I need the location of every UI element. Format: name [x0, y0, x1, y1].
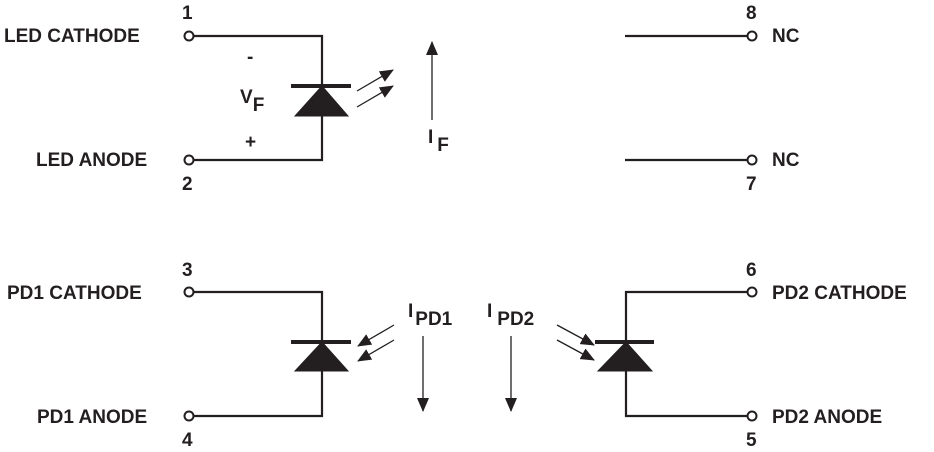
pd2-diode-icon	[596, 341, 654, 372]
pin6-terminal	[746, 286, 758, 298]
pin1-label: LED CATHODE	[4, 26, 140, 47]
led-emission-arrow-2	[356, 85, 394, 108]
vf-minus-sign: -	[247, 47, 254, 68]
ipd2-main: I	[487, 301, 493, 322]
pin5-terminal	[746, 410, 758, 422]
vf-label: VF	[240, 87, 264, 115]
pin4-label: PD1 ANODE	[37, 407, 148, 428]
pin3-terminal	[183, 286, 195, 298]
pin1-terminal	[183, 30, 195, 42]
ipd1-main: I	[408, 301, 414, 322]
pin8-label: NC	[772, 26, 800, 47]
pd2-light-arrow-1	[556, 324, 595, 346]
vf-sub: F	[252, 95, 265, 116]
pin3-label: PD1 CATHODE	[7, 283, 142, 304]
pin3-number: 3	[182, 260, 193, 281]
pin1-number: 1	[182, 3, 193, 24]
vf-main: V	[240, 87, 253, 108]
pd1-diode-icon	[293, 341, 350, 372]
pin2-terminal	[183, 154, 195, 166]
led-emission-arrow-1	[356, 69, 394, 92]
if-sub: F	[437, 135, 449, 156]
pd1-light-arrow-2	[357, 339, 395, 362]
pin7-terminal	[746, 154, 758, 166]
pd1-wire	[193, 290, 324, 418]
ipd2-sub: PD2	[497, 309, 535, 330]
pin7-label: NC	[772, 150, 800, 171]
pin5-label: PD2 ANODE	[772, 407, 883, 428]
if-main: I	[428, 127, 434, 148]
pd2-wire	[624, 290, 748, 418]
pd1-light-arrow-1	[357, 324, 395, 347]
pin5-number: 5	[746, 430, 757, 451]
pin7-number: 7	[746, 174, 757, 195]
pin2-label: LED ANODE	[36, 150, 148, 171]
pd2-light-arrow-2	[556, 339, 595, 361]
pin4-terminal	[183, 410, 195, 422]
pin8-number: 8	[746, 3, 757, 24]
vf-plus-sign: +	[245, 132, 257, 153]
pin4-number: 4	[182, 430, 193, 451]
led-diode-icon	[293, 85, 350, 117]
ipd1-sub: PD1	[415, 309, 453, 330]
pin6-number: 6	[746, 260, 757, 281]
pin8-terminal	[746, 30, 758, 42]
pin2-number: 2	[182, 174, 193, 195]
pin6-label: PD2 CATHODE	[772, 283, 907, 304]
